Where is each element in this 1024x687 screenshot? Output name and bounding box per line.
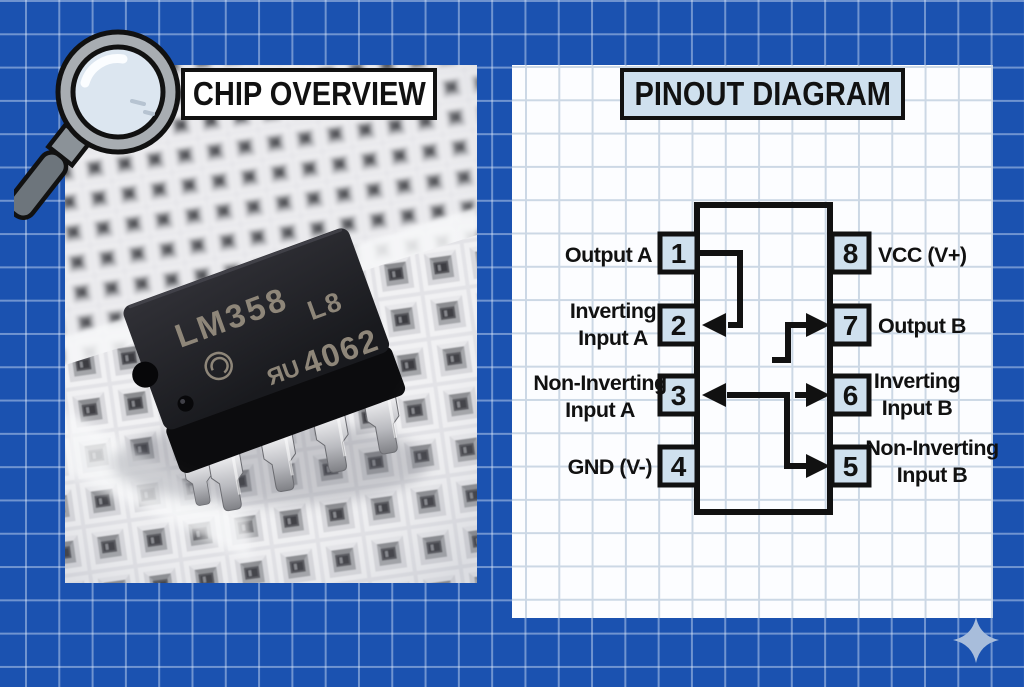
magnifier-handle <box>14 121 93 220</box>
chip-overview-title-text: CHIP OVERVIEW <box>192 75 426 112</box>
pin-number-4: 4 <box>671 451 687 482</box>
pin-number-7: 7 <box>843 310 859 341</box>
pin-label-5-line1: Non-Inverting <box>865 436 998 460</box>
pinout-diagram-title: PINOUT DIAGRAM <box>620 68 905 120</box>
arrowheads <box>702 313 830 478</box>
lens-glints <box>130 99 155 116</box>
pinout-diagram: 1 2 3 4 8 7 6 5 Output A Inverting Input… <box>533 202 999 515</box>
lens-highlight <box>80 54 128 88</box>
arrowhead-into-pin5 <box>806 454 830 478</box>
pin-box-7 <box>829 303 872 347</box>
pin-label-3-line1: Non-Inverting <box>533 371 666 395</box>
pin-box-3 <box>657 373 700 417</box>
pin-label-2-line1: Inverting <box>570 299 656 323</box>
breadboard-photo: LM358 ЯU L8 4062 <box>5 5 565 583</box>
pin-box-1 <box>657 231 700 275</box>
pin-box-2 <box>657 303 700 347</box>
pin-box-4 <box>657 444 700 488</box>
pin-number-2: 2 <box>671 310 687 341</box>
arrowhead-into-pin6 <box>806 383 830 407</box>
pin-label-6-line2: Input B <box>882 396 953 420</box>
pin-number-8: 8 <box>843 238 859 269</box>
output-b-arrow-line <box>772 322 807 363</box>
chip-overview-title: CHIP OVERVIEW <box>181 68 437 120</box>
pin-label-4: GND (V-) <box>568 455 653 479</box>
pin-number-3: 3 <box>671 380 687 411</box>
pin-number-6: 6 <box>843 380 859 411</box>
pin-label-1: Output A <box>565 243 652 267</box>
pin-label-5-line2: Input B <box>897 463 968 487</box>
pin-box-6 <box>829 373 872 417</box>
magnifier-icon <box>14 29 181 220</box>
pinout-diagram-title-text: PINOUT DIAGRAM <box>634 75 891 112</box>
input-a-arrow-line <box>727 392 807 469</box>
pin-label-3-line2: Input A <box>565 398 635 422</box>
arrowhead-into-pin2 <box>702 313 726 337</box>
pin-label-2-line2: Input A <box>578 326 648 350</box>
pin-label-7: Output B <box>878 314 966 338</box>
pin-box-5 <box>829 444 872 488</box>
ic-body-outline <box>694 202 833 515</box>
arrowhead-into-pin3 <box>702 383 726 407</box>
pin-box-8 <box>829 231 872 275</box>
sparkle-icon <box>953 617 999 663</box>
arrowhead-into-pin7 <box>806 313 830 337</box>
feedback-arrow-a-line <box>697 250 743 328</box>
pin-number-1: 1 <box>671 238 687 269</box>
pin-number-5: 5 <box>843 451 859 482</box>
pin-label-8: VCC (V+) <box>878 243 967 267</box>
pinout-panel: 1 2 3 4 8 7 6 5 Output A Inverting Input… <box>512 65 999 618</box>
chip-photo-panel: LM358 ЯU L8 4062 <box>5 5 565 583</box>
pin-label-6-line1: Inverting <box>874 369 960 393</box>
